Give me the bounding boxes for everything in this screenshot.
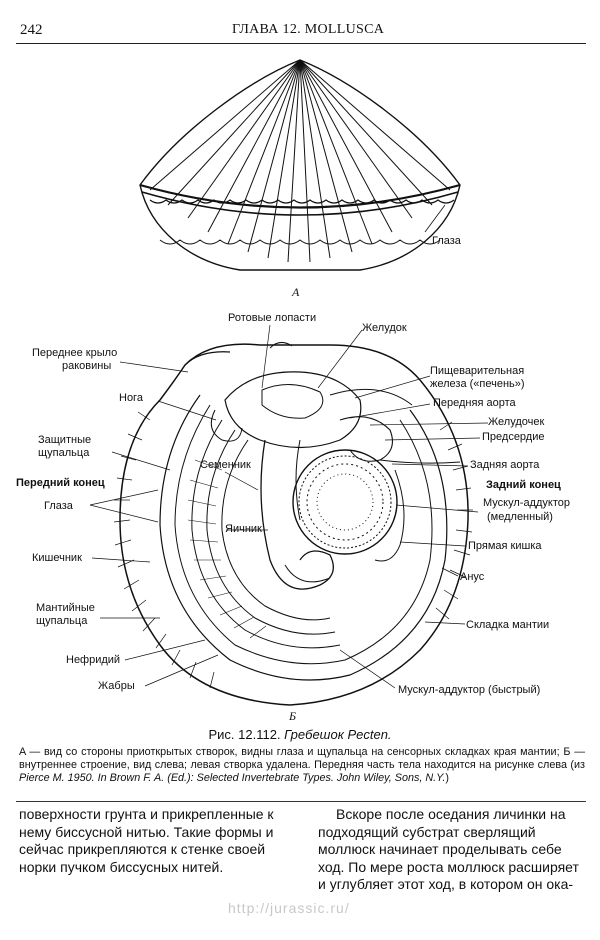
label-anterior-end: Передний конец bbox=[16, 477, 105, 489]
body-paragraph-left: поверхности грунта и прикрепленные к нем… bbox=[19, 806, 274, 875]
page-header: 242 ГЛАВА 12. MOLLUSCA bbox=[0, 0, 600, 44]
label-mantle-fold: Складка мантии bbox=[466, 619, 549, 631]
caption-citation: Pierce M. 1950. In Brown F. A. (Ed.): Se… bbox=[19, 772, 446, 784]
label-testis: Семенник bbox=[200, 459, 251, 471]
caption-species: Гребешок Pecten. bbox=[284, 727, 392, 742]
label-intestine: Кишечник bbox=[32, 552, 82, 564]
caption-rule bbox=[16, 801, 586, 802]
figure-caption-text: A — вид со стороны приоткрытых створок, … bbox=[19, 746, 585, 785]
label-ovary: Яичник bbox=[225, 523, 262, 535]
label-gills: Жабры bbox=[98, 680, 135, 692]
label-ventricle: Желудочек bbox=[488, 416, 544, 428]
label-posterior-end: Задний конец bbox=[486, 479, 561, 491]
label-adductor-slow-2: (медленный) bbox=[487, 511, 553, 523]
scallop-figure: Глаза A bbox=[16, 59, 570, 723]
leader-lines bbox=[89, 324, 489, 689]
label-adductor-slow-1: Мускул-аддуктор bbox=[483, 497, 570, 509]
chapter-title: ГЛАВА 12. MOLLUSCA bbox=[232, 22, 385, 37]
label-eyes: Глаза bbox=[44, 500, 74, 512]
label-anus: Анус bbox=[460, 571, 485, 583]
label-stomach: Желудок bbox=[362, 322, 407, 334]
body-paragraph-right: Вскоре после оседания личинки на подходя… bbox=[318, 806, 579, 892]
label-anterior-wing-2: раковины bbox=[62, 360, 111, 372]
label-mantle-tentacles-2: щупальца bbox=[36, 615, 88, 627]
label-protective-tentacles-2: щупальца bbox=[38, 447, 90, 459]
label-digestive-gland-1: Пищеварительная bbox=[430, 365, 524, 377]
fig-a-letter: A bbox=[291, 285, 300, 299]
label-rectum: Прямая кишка bbox=[468, 540, 542, 552]
watermark: http://jurassic.ru/ bbox=[228, 900, 350, 916]
shell-exterior-drawing bbox=[139, 59, 461, 271]
fig-b-letter: Б bbox=[288, 709, 296, 723]
internal-anatomy-drawing bbox=[113, 342, 473, 706]
body-column-left: поверхности грунта и прикрепленные к нем… bbox=[19, 806, 289, 876]
label-protective-tentacles-1: Защитные bbox=[38, 434, 91, 446]
body-column-right: Вскоре после оседания личинки на подходя… bbox=[318, 806, 584, 894]
caption-text-2: ) bbox=[445, 772, 449, 784]
label-posterior-aorta: Задняя аорта bbox=[470, 459, 540, 471]
caption-text-1: A — вид со стороны приоткрытых створок, … bbox=[19, 746, 585, 771]
caption-number: Рис. 12.112. bbox=[208, 727, 281, 742]
page-number: 242 bbox=[20, 22, 43, 38]
header-rule bbox=[16, 43, 586, 44]
label-mantle-tentacles-1: Мантийные bbox=[36, 602, 95, 614]
label-adductor-fast: Мускул-аддуктор (быстрый) bbox=[398, 684, 540, 696]
label-anterior-wing-1: Переднее крыло bbox=[32, 347, 117, 359]
fig-a-eyes-label: Глаза bbox=[432, 235, 462, 247]
label-digestive-gland-2: железа («печень») bbox=[430, 378, 525, 390]
label-atrium: Предсердие bbox=[482, 431, 544, 443]
label-nephridium: Нефридий bbox=[66, 654, 120, 666]
figure-caption-title: Рис. 12.112. Гребешок Pecten. bbox=[0, 727, 600, 742]
label-foot: Нога bbox=[119, 392, 144, 404]
label-anterior-aorta: Передняя аорта bbox=[433, 397, 517, 409]
label-mouth-lobes: Ротовые лопасти bbox=[228, 312, 316, 324]
